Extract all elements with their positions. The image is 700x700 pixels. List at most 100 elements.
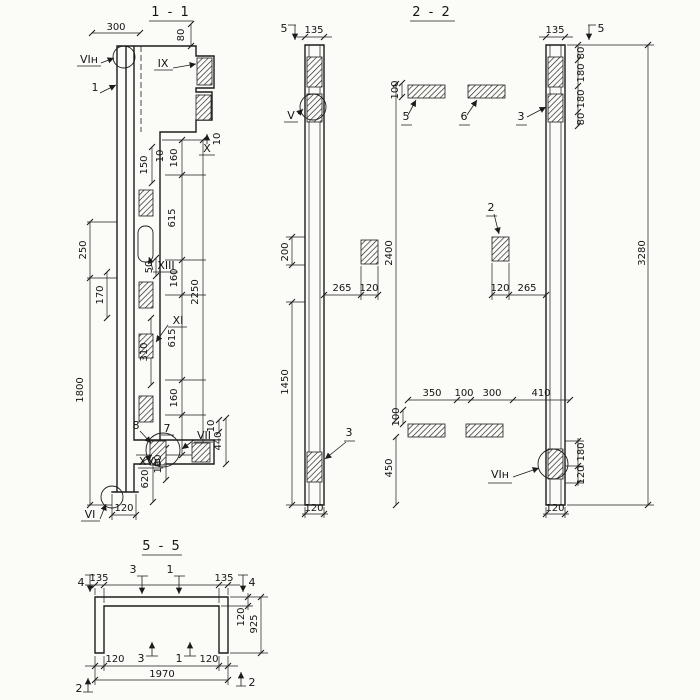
section-view-2-2: 2 - 2 5 135 135 5 80 180 180 80 100 V 5 …	[280, 5, 654, 518]
dim-80-a: 80	[576, 47, 587, 60]
dim-180: 180	[153, 454, 164, 473]
dim-350: 350	[422, 388, 441, 399]
mesh-bar-5	[407, 84, 446, 99]
mark-part-1-top: 1	[167, 563, 174, 576]
section-view-5-5: 5 - 5 4 135 3 1 135 4 120 925 120 3 1 12…	[76, 539, 268, 695]
dimension-lines-2-2	[284, 20, 654, 518]
mark-part-3-top: 3	[130, 563, 137, 576]
rebar-mesh-7	[149, 440, 167, 466]
mark-part-6: 6	[461, 110, 468, 123]
dim-615-a: 615	[167, 208, 178, 227]
cut-mark-4-right: 4	[249, 576, 256, 589]
dim-180-a: 180	[576, 63, 587, 82]
dim-265-right: 265	[517, 283, 536, 294]
dim-410: 410	[531, 388, 550, 399]
dim-160-b: 160	[169, 268, 180, 287]
dimension-lines-1-1	[77, 20, 227, 522]
mark-XVn: XVн	[139, 455, 161, 468]
mesh-right-top-b	[547, 93, 564, 123]
dim-2250: 2250	[190, 279, 201, 304]
mark-part-5: 5	[403, 110, 410, 123]
detail-circle-VIn-top	[112, 45, 136, 69]
detail-circle-7	[145, 432, 181, 468]
mark-part-2: 2	[488, 201, 495, 214]
leader-part6	[466, 99, 478, 116]
dim-135-right: 135	[214, 573, 233, 584]
leader-VIn-top	[100, 57, 115, 64]
leader-VI-bottom	[99, 503, 107, 520]
dim-1800: 1800	[75, 377, 86, 402]
rebar-mesh-c	[138, 395, 154, 423]
mark-part-3-top: 3	[518, 110, 525, 123]
dim-1970: 1970	[149, 669, 174, 680]
leader-IX	[172, 61, 197, 69]
leader-part2	[493, 213, 501, 235]
dim-10-mid: 10	[155, 150, 166, 163]
section-title-5-5: 5 - 5	[142, 539, 182, 554]
dim-120-thickness: 120	[236, 607, 247, 626]
dim-1450: 1450	[280, 369, 291, 394]
dim-170: 170	[95, 285, 106, 304]
mesh-bar-bottom-b	[465, 423, 504, 438]
dim-135-right: 135	[545, 25, 564, 36]
dimension-ticks-2-2	[288, 33, 652, 518]
dim-180-b: 180	[576, 89, 587, 108]
columns-outline-2-2	[304, 44, 566, 506]
leader-part1	[99, 84, 117, 94]
leader-XI	[155, 324, 169, 343]
panel-outline-1-1	[111, 45, 215, 493]
dim-120-bottom-right: 120	[576, 465, 587, 484]
mark-XI: XI	[173, 314, 184, 327]
mesh-right-bottom	[547, 448, 564, 480]
section-title-1-1: 1 - 1	[151, 5, 191, 20]
mark-part-3-bottom: 3	[138, 652, 145, 665]
detail-circle-VIn	[537, 448, 569, 480]
mesh-left-top-a	[306, 56, 323, 88]
dimension-ticks-5-5	[91, 581, 265, 684]
mark-part-8: 8	[133, 419, 140, 432]
channel-outline-5-5	[94, 596, 229, 654]
dim-120-bottom: 120	[114, 503, 133, 514]
mark-V: V	[287, 109, 295, 122]
dim-620: 620	[140, 469, 151, 488]
leader-part3-top	[526, 106, 547, 118]
mark-VI-bottom: VI	[85, 508, 96, 521]
mesh-bar-6	[467, 84, 506, 99]
mark-VII: VII	[197, 429, 211, 442]
lifting-slot	[137, 225, 154, 263]
dim-80-b: 80	[576, 113, 587, 126]
dim-180-bottom-right: 180	[576, 442, 587, 461]
dim-160-a: 160	[169, 148, 180, 167]
dim-100-low: 100	[391, 407, 402, 426]
mark-VIn-top: VIн	[80, 53, 98, 66]
leader-part3-bottom	[324, 441, 347, 460]
dim-450: 450	[384, 458, 395, 477]
section-view-1-1: 1 - 1 300 80 VIн 1 IX 10 X 150 10 160 61…	[75, 5, 230, 522]
leader-part5	[407, 99, 417, 116]
dim-925: 925	[249, 614, 260, 633]
mesh-mid-left	[360, 239, 379, 265]
dim-150: 150	[139, 155, 150, 174]
leader-VIn	[512, 467, 540, 478]
dim-120-mid-left: 120	[359, 283, 378, 294]
dim-3280: 3280	[637, 240, 648, 265]
dim-135-left: 135	[304, 25, 323, 36]
cut-mark-5-left: 5	[281, 22, 288, 35]
mark-part-1-bottom: 1	[176, 652, 183, 665]
mesh-bar-bottom-a	[407, 423, 446, 438]
rebar-mesh-b	[138, 281, 154, 309]
dim-80: 80	[176, 29, 187, 42]
mark-VIn: VIн	[491, 468, 509, 481]
mesh-right-top-a	[547, 56, 564, 88]
mark-part-3-bottom: 3	[346, 426, 353, 439]
leader-V	[296, 108, 304, 116]
column-inner-lines-2-2	[308, 45, 562, 505]
leader-part8	[139, 430, 152, 444]
dim-10-bottom: 10	[206, 420, 217, 433]
leader-XIII	[147, 256, 154, 271]
dim-120-col-right: 120	[545, 503, 564, 514]
leader-XVn	[139, 454, 153, 465]
cut-mark-5-right: 5	[598, 22, 605, 35]
leader-VII	[181, 439, 195, 450]
